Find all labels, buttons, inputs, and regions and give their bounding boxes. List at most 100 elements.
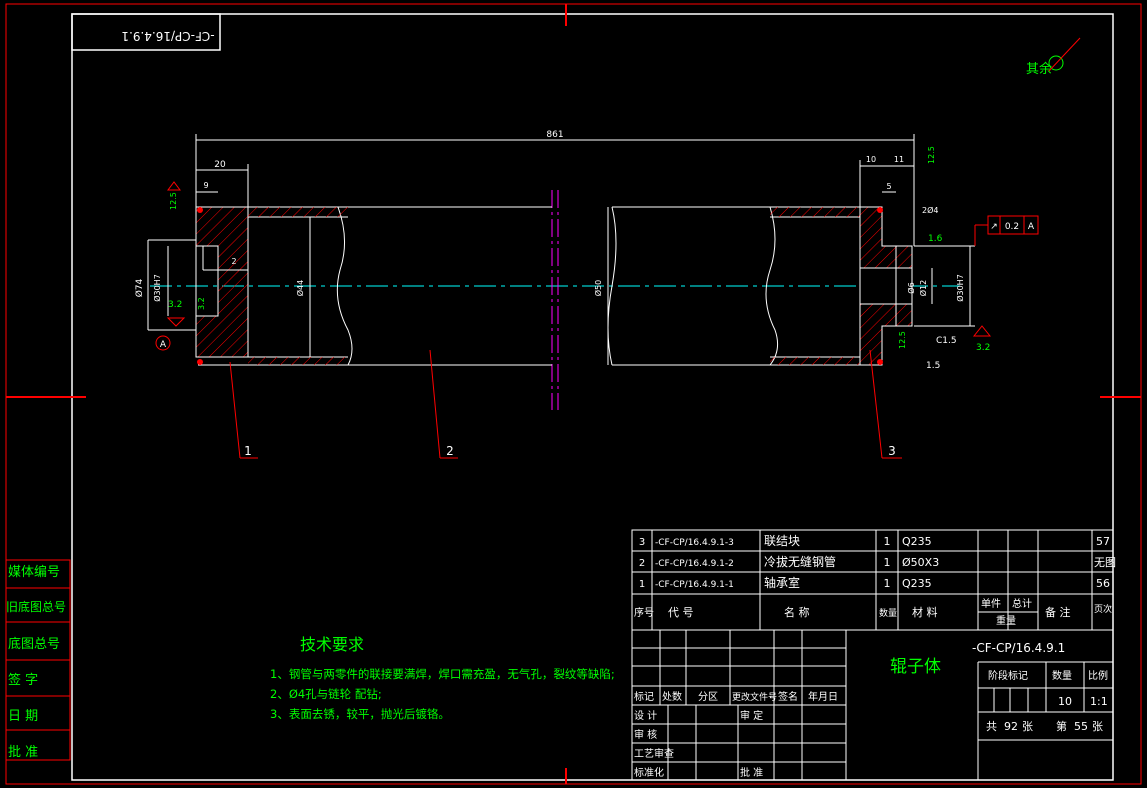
pl-h-qty: 数量 <box>879 607 897 619</box>
pl-r3-qty: 1 <box>884 577 891 590</box>
tb-drawing-no: -CF-CP/16.4.9.1 <box>972 641 1065 655</box>
dim-rw1-text: 10 <box>866 155 876 164</box>
tech-title: 技术要求 <box>300 635 364 654</box>
pl-r2-note: 无图 <box>1094 556 1116 569</box>
surface-note: 其余 <box>1026 61 1052 77</box>
side-label-3: 底图总号 <box>8 636 60 652</box>
dim-rw2-text: 11 <box>894 155 904 164</box>
roughness-leader <box>1048 37 1081 72</box>
tube-wall-top-r <box>770 207 860 217</box>
pl-r3-no: 1 <box>639 579 645 590</box>
roller-body-view: 861 20 9 2 Ø74 Ø30H7 Ø44 Ø50 10 11 5 12.… <box>134 130 1039 459</box>
title-block <box>631 629 1114 781</box>
side-label-1: 媒体编号 <box>8 565 60 580</box>
dim-rbore-text: Ø30H7 <box>955 274 965 302</box>
tb-role-standard: 标准化 <box>634 766 664 779</box>
rough-rt-text: 12.5 <box>927 146 936 164</box>
leader-2 <box>429 349 441 459</box>
dim-step-text: 9 <box>203 181 208 190</box>
pl-r1-mat: Q235 <box>902 535 932 548</box>
tb-sheet-no: 55 <box>1074 720 1088 733</box>
pl-r3-mat: Q235 <box>902 577 932 590</box>
tb-role-approve: 批 准 <box>740 766 763 779</box>
pl-r3-note: 56 <box>1096 577 1110 590</box>
dim-rd1-text: Ø12 <box>918 280 928 296</box>
dim-tube-text: Ø44 <box>295 280 305 296</box>
tb-total-label: 共 <box>986 720 997 733</box>
chamfer-text: C1.5 <box>936 336 957 346</box>
tech-item-1: 1、钢管与两零件的联接要满焊，焊口需充盈，无气孔，裂纹等缺陷; <box>270 667 615 681</box>
dim-flange-text: 20 <box>214 160 226 170</box>
roughness-left2-icon <box>166 317 186 327</box>
tb-role-review: 审 核 <box>634 728 657 741</box>
tb-total-sheets: 92 <box>1004 720 1018 733</box>
weld-dot-1 <box>197 207 203 213</box>
pl-h-no: 序号 <box>634 606 654 619</box>
weld-dot-3 <box>877 207 883 213</box>
balloon-2: 2 <box>446 444 454 458</box>
pl-r2-qty: 1 <box>884 556 891 569</box>
pl-h-weight: 重量 <box>996 614 1016 627</box>
tb-role-process: 工艺审查 <box>634 747 674 760</box>
tube-wall-bottom-r <box>770 357 860 365</box>
pl-h-total: 总计 <box>1012 597 1032 610</box>
dim-center-text: Ø50 <box>593 280 603 296</box>
dim-od-text: Ø74 <box>134 278 145 297</box>
tube-wall-bottom <box>248 357 348 365</box>
rough-left2-text: 3.2 <box>168 300 182 310</box>
left-flange <box>195 206 249 358</box>
tube-wall-top <box>248 207 348 217</box>
side-label-2: 旧底图总号 <box>6 599 66 614</box>
side-label-6: 批 准 <box>8 745 38 760</box>
pl-r2-code: -CF-CP/16.4.9.1-2 <box>655 559 734 569</box>
leader-3 <box>869 349 883 459</box>
leader-1 <box>229 361 241 459</box>
tb-rev-h6: 年月日 <box>808 690 838 703</box>
inner-frame <box>71 13 1114 781</box>
tolerance-value: 0.2 <box>1005 222 1019 232</box>
roughness-triangle-icon <box>972 325 992 337</box>
pl-r1-qty: 1 <box>884 535 891 548</box>
weld-dot-4 <box>877 359 883 365</box>
tb-rev-h1: 标记 <box>634 691 654 703</box>
outer-frame <box>5 3 1142 785</box>
tb-role-check: 审 定 <box>740 709 763 722</box>
parts-list-text: 3 -CF-CP/16.4.9.1-3 联结块 1 Q235 57 2 -CF-… <box>634 534 1116 627</box>
drawing-no-box <box>71 13 221 51</box>
balloon-3: 3 <box>888 444 896 458</box>
left-side-table: 媒体编号 旧底图总号 底图总号 签 字 日 期 批 准 <box>5 559 71 761</box>
rough-left-text: 12.5 <box>169 192 178 210</box>
side-label-5: 日 期 <box>8 709 38 724</box>
tb-scale-value: 1:1 <box>1090 695 1108 708</box>
dim-rstep-text: 5 <box>886 182 891 191</box>
datum-circle-icon <box>155 335 171 351</box>
pl-r1-note: 57 <box>1096 535 1110 548</box>
pl-h-code: 代 号 <box>668 606 694 619</box>
dim-overall-text: 861 <box>546 130 563 140</box>
datum-label: A <box>160 340 167 350</box>
tb-sheets-unit: 张 <box>1022 720 1033 733</box>
tb-weight: 数量 <box>1052 669 1072 682</box>
rough-rb-text: 12.5 <box>898 331 907 349</box>
dim-bore-text: Ø30H7 <box>152 274 162 302</box>
pl-h-unit: 单件 <box>981 598 1001 610</box>
break-line-3 <box>765 206 779 366</box>
dim-gap-text: 2 <box>231 257 236 266</box>
tb-rev-h3: 分区 <box>698 691 718 703</box>
tb-sheet-unit: 张 <box>1092 720 1103 733</box>
pl-r1-name: 联结块 <box>764 534 800 548</box>
pl-h-remark: 备 注 <box>1045 605 1071 619</box>
pl-r1-code: -CF-CP/16.4.9.1-3 <box>655 538 734 548</box>
holes-text: 2Ø4 <box>922 205 938 215</box>
title-block-text: -CF-CP/16.4.9.1 辊子体 标记 处数 分区 更改文件号 签名 年月… <box>634 641 1108 779</box>
break-line-1 <box>336 206 353 366</box>
rough-32-right: 3.2 <box>976 343 990 353</box>
pl-r2-no: 2 <box>639 558 645 569</box>
drawing-no-rotated: -CF-CP/16.4.9.1 <box>121 29 214 43</box>
tb-stage-mark: 阶段标记 <box>988 669 1028 682</box>
tb-weight-value: 10 <box>1058 695 1072 708</box>
roughness-symbol-icon <box>1048 55 1064 71</box>
tolerance-symbol: ↗ <box>990 222 998 232</box>
tech-item-2: 2、Ø4孔与链轮 配钻; <box>270 687 382 701</box>
